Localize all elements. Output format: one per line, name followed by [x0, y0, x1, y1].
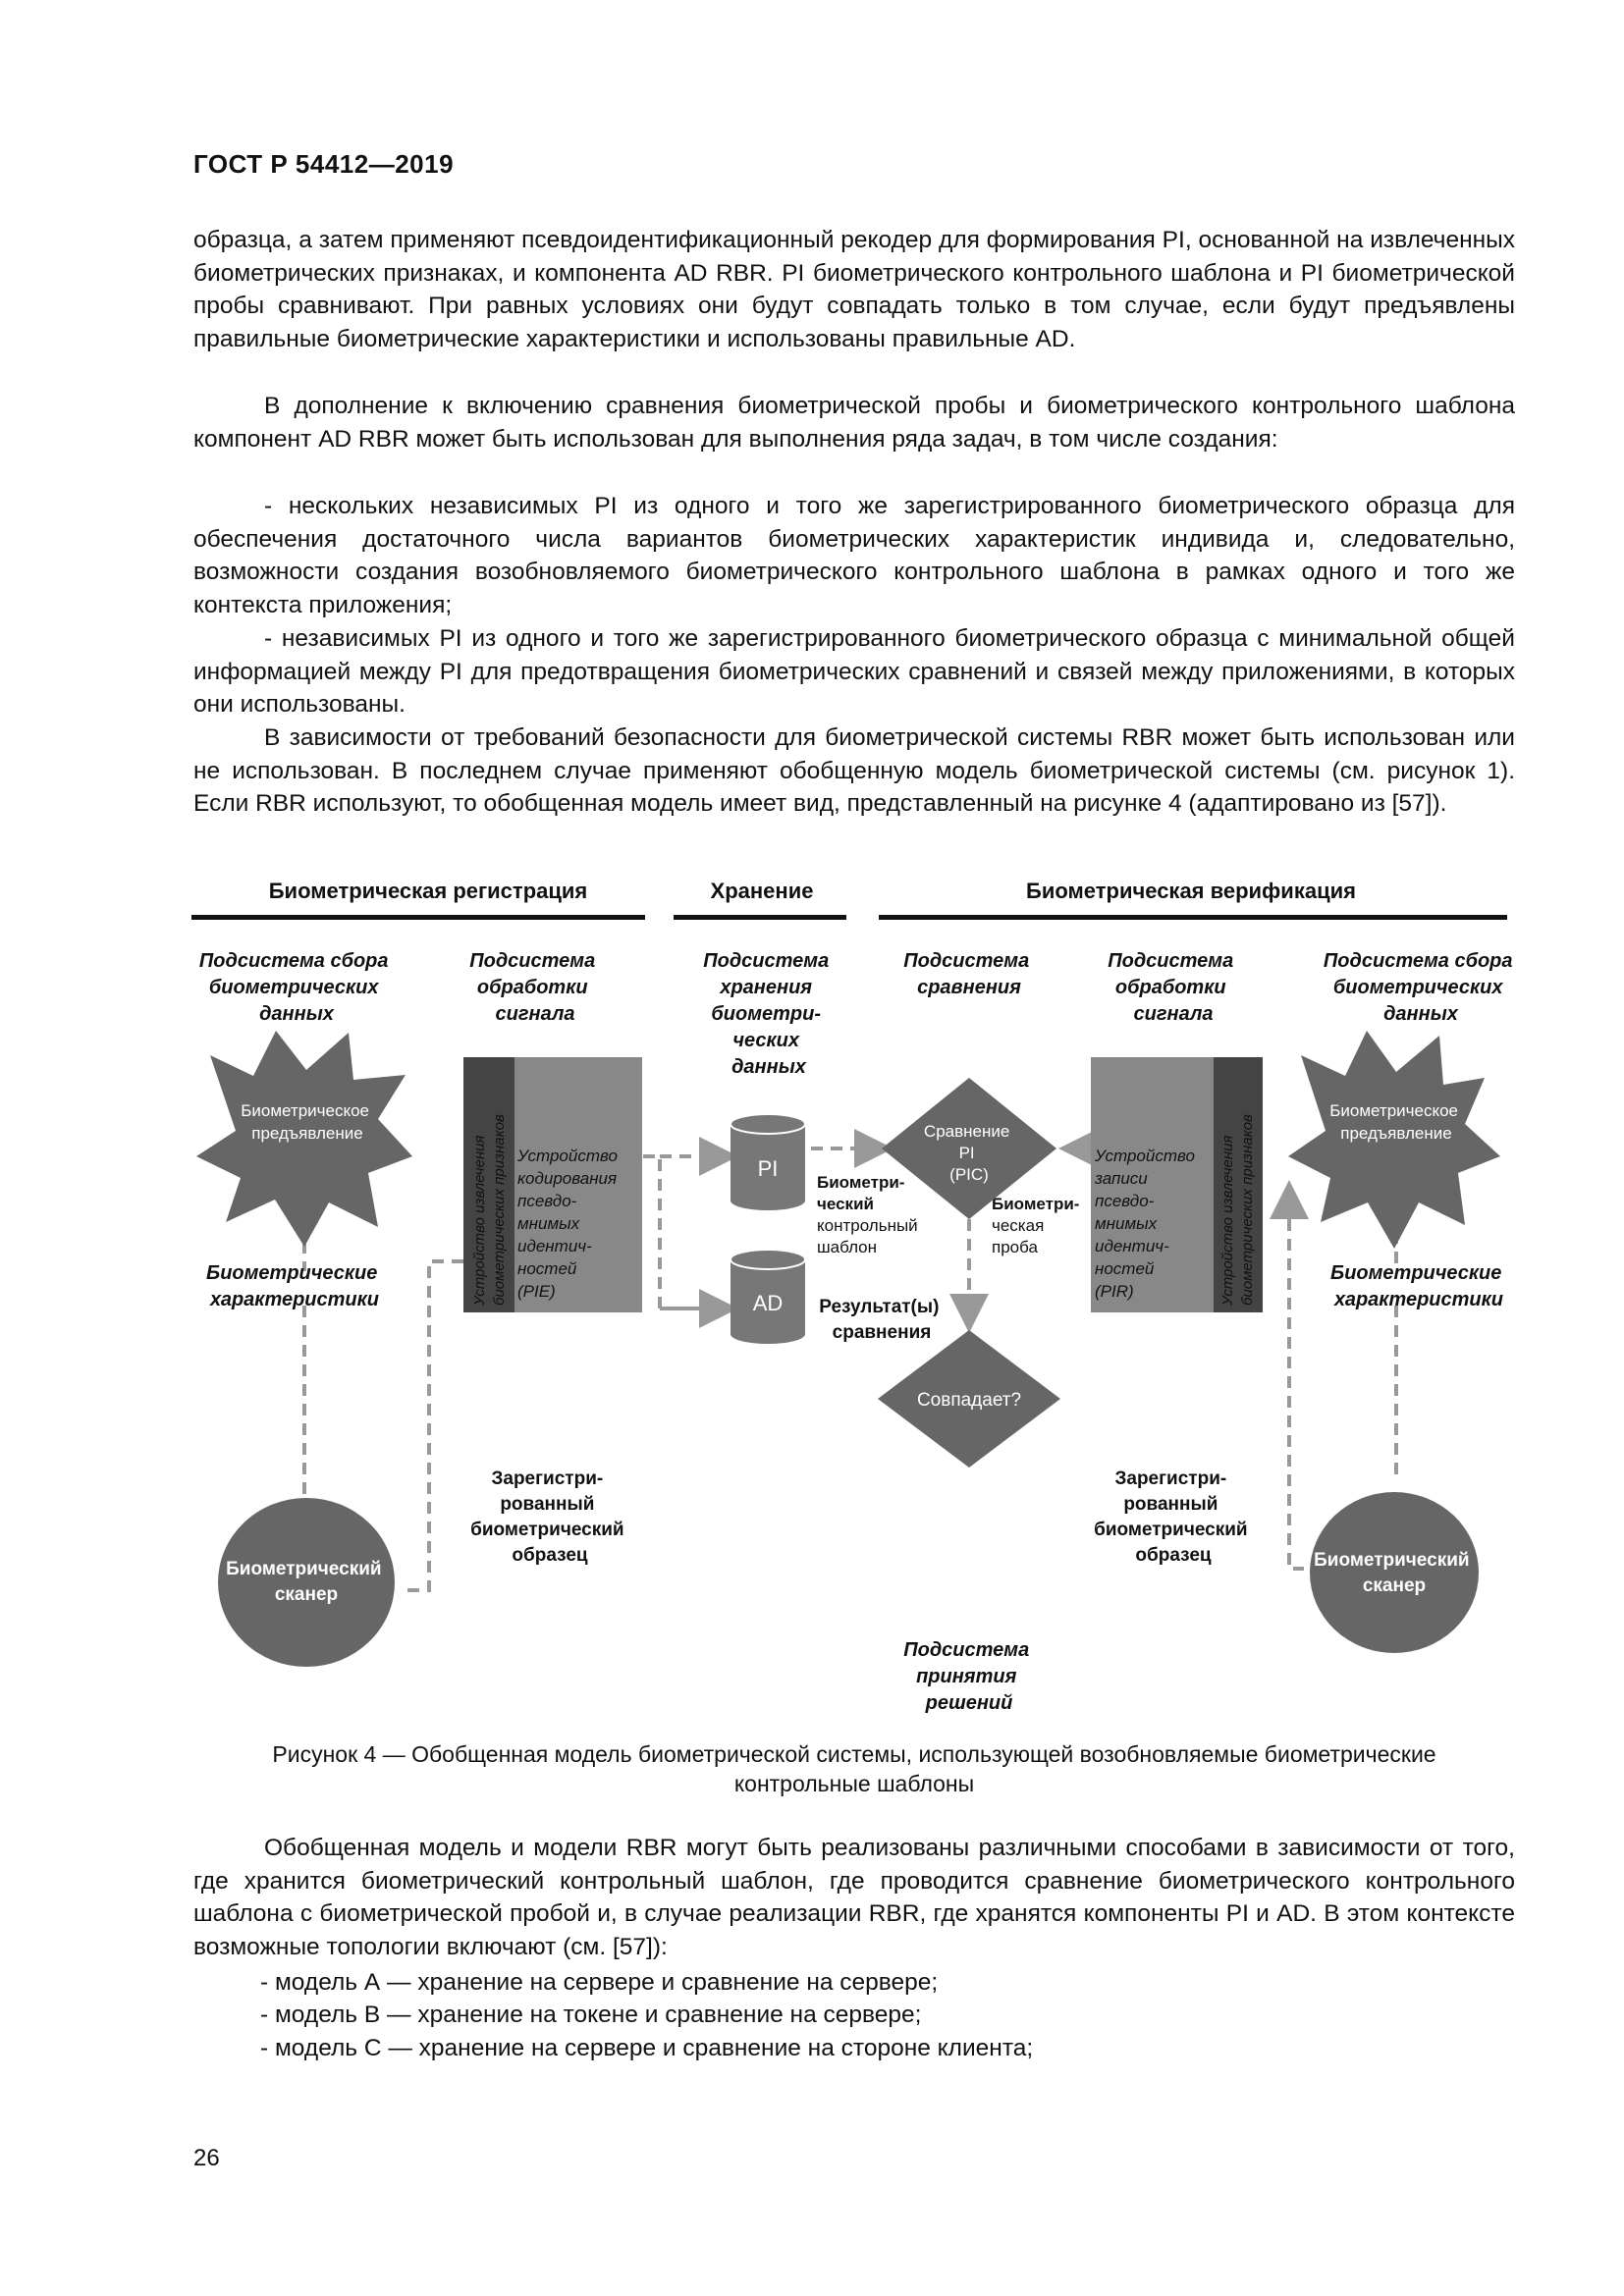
result-label: Результат(ы) сравнения — [819, 1297, 944, 1343]
scanner-label-left: Биометрический сканер — [226, 1559, 387, 1605]
scanner-left — [218, 1498, 395, 1667]
list-item: - модель А — хранение на сервере и сравн… — [260, 1969, 939, 1996]
ad-database — [730, 1249, 806, 1344]
pi-database — [730, 1113, 806, 1210]
presentation-star-right — [1288, 1031, 1500, 1249]
presentation-label-left: Биометрическое предъявление — [241, 1101, 374, 1143]
pir-device-label: Устройство записи псевдо- мнимых идентич… — [1094, 1147, 1200, 1301]
feature-extractor-label-left: Устройство извлечения биометрических при… — [471, 1114, 508, 1307]
section-storage: Хранение — [711, 879, 814, 903]
section-registration: Биометрическая регистрация — [269, 879, 588, 903]
section-verification: Биометрическая верификация — [1026, 879, 1356, 903]
page-number: 26 — [193, 2145, 220, 2171]
pi-comparison-label: Сравнение PI (PIC) — [924, 1122, 1014, 1184]
match-decision-diamond — [878, 1330, 1060, 1468]
paragraph-2: В дополнение к включению сравнения биоме… — [193, 393, 1515, 453]
characteristics-right: Биометрические характеристики — [1330, 1262, 1507, 1310]
figure-caption-line-2: контрольные шаблоны — [733, 1771, 975, 1796]
list-item: - модель С — хранение на сервере и сравн… — [260, 2035, 1034, 2061]
paragraph-1: образца, а затем применяют псевдоидентиф… — [193, 227, 1515, 352]
probe-label: Биометри- ческая проба — [992, 1195, 1084, 1256]
paragraph-3: - нескольких независимых PI из одного и … — [193, 493, 1515, 618]
subsystem-comparison: Подсистема сравнения — [903, 950, 1035, 998]
scanner-label-right: Биометрический сканер — [1314, 1550, 1475, 1596]
subsystem-signal-left: Подсистема обработки сигнала — [469, 950, 601, 1025]
presentation-star-left — [196, 1031, 412, 1247]
presentation-label-right: Биометрическое предъявление — [1329, 1101, 1463, 1143]
match-decision-label: Совпадает? — [917, 1390, 1021, 1411]
paragraph-6: Обобщенная модель и модели RBR могут быт… — [193, 1835, 1515, 1960]
document-header: ГОСТ Р 54412—2019 — [193, 149, 455, 179]
enrolled-sample-right: Зарегистри- рованный биометрический обра… — [1094, 1468, 1253, 1566]
pie-device-label: Устройство кодирования псевдо- мнимых ид… — [516, 1147, 623, 1301]
subsystem-signal-right: Подсистема обработки сигнала — [1108, 950, 1239, 1025]
list-item: - модель В — хранение на токене и сравне… — [260, 2002, 922, 2028]
paragraph-5: В зависимости от требований безопасности… — [193, 724, 1515, 818]
reference-template-label: Биометри- ческий контрольный шаблон — [817, 1173, 922, 1256]
enrolled-sample-left: Зарегистри- рованный биометрический обра… — [470, 1468, 629, 1566]
ad-label: AD — [753, 1291, 784, 1315]
feature-extractor-left — [463, 1057, 514, 1312]
section-underlines — [191, 915, 1507, 920]
figure-caption-line-1: Рисунок 4 — Обобщенная модель биометриче… — [272, 1741, 1436, 1767]
pie-device — [514, 1057, 642, 1312]
feature-extractor-label-right: Устройство извлечения биометрических при… — [1219, 1114, 1256, 1307]
pir-device — [1091, 1057, 1214, 1312]
scanner-right — [1310, 1492, 1479, 1653]
pi-label: PI — [758, 1156, 779, 1181]
paragraph-4: - независимых PI из одного и того же зар… — [193, 625, 1515, 719]
subsystem-storage: Подсистема хранения биометри- ческих дан… — [703, 950, 835, 1078]
subsystem-decision: Подсистема принятия решений — [903, 1639, 1035, 1714]
characteristics-left: Биометрические характеристики — [206, 1262, 383, 1310]
feature-extractor-right — [1214, 1057, 1263, 1312]
figure-caption: Рисунок 4 — Обобщенная модель биометриче… — [193, 1739, 1515, 1798]
pi-comparison-diamond — [882, 1078, 1056, 1219]
subsystem-capture-right: Подсистема сбора биометрических данных — [1324, 950, 1518, 1025]
subsystem-capture-left: Подсистема сбора биометрических данных — [199, 950, 394, 1025]
